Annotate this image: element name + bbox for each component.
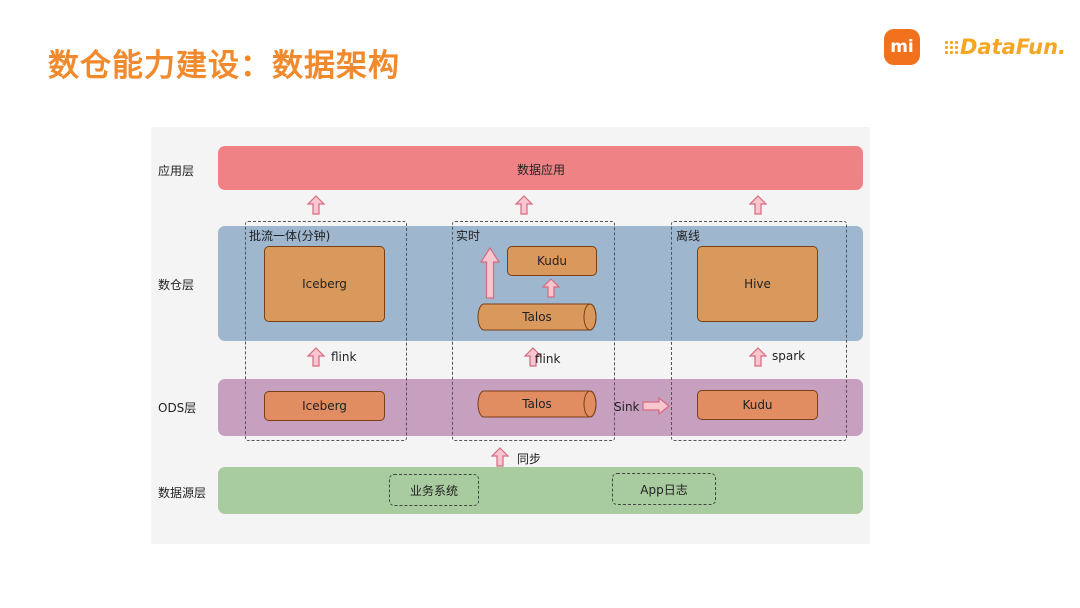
- talos-ods-cylinder: Talos: [477, 390, 597, 418]
- architecture-diagram: 数据应用 应用层 数仓层 ODS层 数据源层 批流一体(分钟) 实时 离线 Ic…: [151, 127, 870, 544]
- tall-up-arrow-icon: [480, 247, 500, 299]
- offline-group: [671, 221, 847, 441]
- ods-layer-label: ODS层: [158, 401, 197, 415]
- right-arrow-icon: [642, 397, 670, 415]
- up-arrow-icon: [515, 195, 533, 215]
- sink-label: Sink: [614, 400, 640, 414]
- realtime-group: [452, 221, 615, 441]
- spark-label: spark: [772, 349, 806, 363]
- offline-group-title: 离线: [676, 229, 701, 243]
- kudu-realtime-box: Kudu: [507, 246, 597, 276]
- mi-logo-text: mi: [890, 37, 914, 57]
- kudu-ods-box: Kudu: [697, 390, 818, 420]
- up-arrow-icon: [542, 278, 560, 298]
- source-layer-label: 数据源层: [158, 486, 207, 500]
- talos-ods-label: Talos: [522, 397, 552, 411]
- app-log-box: App日志: [612, 473, 716, 505]
- app-layer-label: 应用层: [158, 164, 195, 178]
- sync-label: 同步: [517, 452, 542, 466]
- app-band-label: 数据应用: [516, 163, 565, 177]
- up-arrow-icon: [749, 347, 767, 367]
- flink-label-realtime: flink: [535, 352, 561, 366]
- talos-realtime-label: Talos: [522, 310, 552, 324]
- batch-stream-group: [245, 221, 407, 441]
- up-arrow-icon: [307, 347, 325, 367]
- app-layer-band: [218, 146, 863, 190]
- flink-label: flink: [331, 350, 357, 364]
- up-arrow-icon: [491, 447, 509, 467]
- mi-logo: mi: [884, 29, 920, 65]
- iceberg-ods-box: Iceberg: [264, 391, 385, 421]
- realtime-group-title: 实时: [456, 229, 481, 243]
- up-arrow-icon: [749, 195, 767, 215]
- hive-box: Hive: [697, 246, 818, 322]
- up-arrow-icon: [307, 195, 325, 215]
- source-layer-band: [218, 467, 863, 514]
- datafun-logo: DataFun.: [944, 30, 1066, 64]
- batch-stream-group-title: 批流一体(分钟): [249, 229, 331, 243]
- datafun-dots-icon: [944, 40, 958, 54]
- talos-realtime-cylinder: Talos: [477, 303, 597, 331]
- iceberg-dw-box: Iceberg: [264, 246, 385, 322]
- dw-layer-label: 数仓层: [158, 278, 195, 292]
- datafun-logo-text: DataFun.: [960, 35, 1067, 59]
- up-arrow-icon: [524, 347, 542, 367]
- page-title: 数仓能力建设：数据架构: [48, 48, 400, 84]
- business-system-box: 业务系统: [389, 474, 479, 506]
- talos-realtime-cylinder-shape: [477, 303, 597, 331]
- talos-ods-cylinder-shape: [477, 390, 597, 418]
